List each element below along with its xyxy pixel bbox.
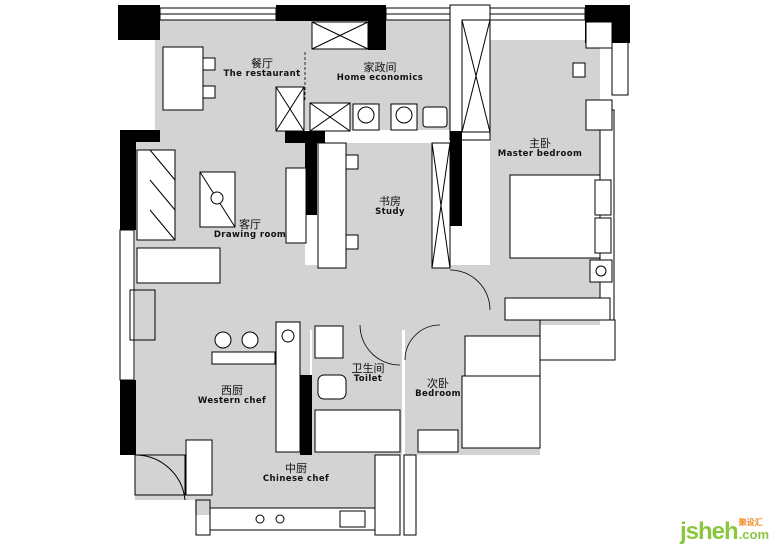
stove-counter — [209, 507, 376, 531]
logo-suffix: .com — [738, 527, 770, 542]
sofa — [136, 149, 176, 241]
jsheh-logo: jsheh 聚设汇 .com — [680, 518, 769, 546]
western-kitchen-label: 西厨 Western chef — [197, 384, 267, 407]
chinese-kitchen-en: Chinese chef — [262, 474, 330, 485]
toilet-en: Toilet — [353, 374, 383, 385]
home-economics-cn: 家政间 — [363, 61, 397, 74]
dining-en: The restaurant — [223, 69, 301, 80]
basin — [314, 325, 344, 359]
chair — [572, 62, 586, 78]
pillow — [594, 179, 612, 216]
master-bedroom-cn: 主卧 — [529, 137, 551, 150]
western-kitchen-en: Western chef — [197, 396, 267, 407]
home-economics-label: 家政间 Home economics — [336, 61, 424, 84]
chair — [202, 85, 216, 99]
chair — [345, 234, 359, 250]
bedroom-label: 次卧 Bedroom — [415, 377, 461, 400]
dining-cn: 餐厅 — [251, 57, 273, 70]
bed — [509, 174, 601, 259]
fridge — [185, 439, 213, 496]
kitchen-counter — [275, 321, 301, 453]
cabinet — [585, 99, 613, 131]
chinese-kitchen-cn: 中厨 — [285, 462, 307, 475]
chinese-kitchen-label: 中厨 Chinese chef — [262, 462, 330, 485]
sink — [422, 106, 448, 128]
wall — [120, 380, 136, 455]
bed — [461, 375, 541, 449]
wall — [305, 140, 317, 215]
western-kitchen-cn: 西厨 — [221, 384, 243, 397]
toilet-cn: 卫生间 — [351, 362, 385, 375]
chair — [202, 57, 216, 71]
logo-cn: 聚设汇 — [738, 518, 763, 527]
shower — [314, 409, 401, 453]
pillow — [594, 217, 612, 254]
toilet-fixture — [317, 374, 347, 400]
dining-label: 餐厅 The restaurant — [223, 57, 301, 80]
wall — [118, 5, 160, 40]
furniture — [136, 19, 613, 531]
wall — [276, 5, 386, 21]
wall — [120, 135, 136, 230]
study-en: Study — [375, 207, 405, 218]
master-bedroom-label: 主卧 Master bedroom — [497, 137, 583, 160]
dining-table — [162, 46, 204, 111]
master-bedroom-en: Master bedroom — [497, 149, 583, 160]
wall — [450, 131, 462, 226]
toilet-label: 卫生间 Toilet — [351, 362, 385, 385]
cabinet — [585, 21, 613, 49]
chair — [345, 154, 359, 170]
drawing-room-label: 客厅 Drawing room — [213, 218, 287, 241]
logo-side: 聚设汇 .com — [739, 518, 769, 546]
wardrobe — [504, 297, 611, 321]
logo-main: jsheh — [680, 518, 739, 545]
side-table — [136, 247, 221, 284]
drawing-room-en: Drawing room — [213, 230, 287, 241]
study-label: 书房 Study — [375, 195, 405, 218]
hall-floor — [300, 265, 490, 330]
chinese-kitchen-floor — [195, 455, 375, 515]
desk — [417, 429, 459, 453]
wardrobe — [464, 335, 541, 377]
study-cn: 书房 — [379, 195, 401, 208]
home-economics-en: Home economics — [336, 73, 424, 84]
drawing-room-cn: 客厅 — [239, 218, 261, 231]
bedroom-cn: 次卧 — [426, 377, 449, 390]
bookshelf — [317, 142, 347, 269]
doors — [304, 52, 491, 366]
tv-cabinet — [285, 167, 307, 244]
bedroom-en: Bedroom — [415, 389, 461, 400]
stools-counter — [211, 351, 276, 365]
wall — [368, 5, 386, 50]
wall — [300, 375, 312, 455]
